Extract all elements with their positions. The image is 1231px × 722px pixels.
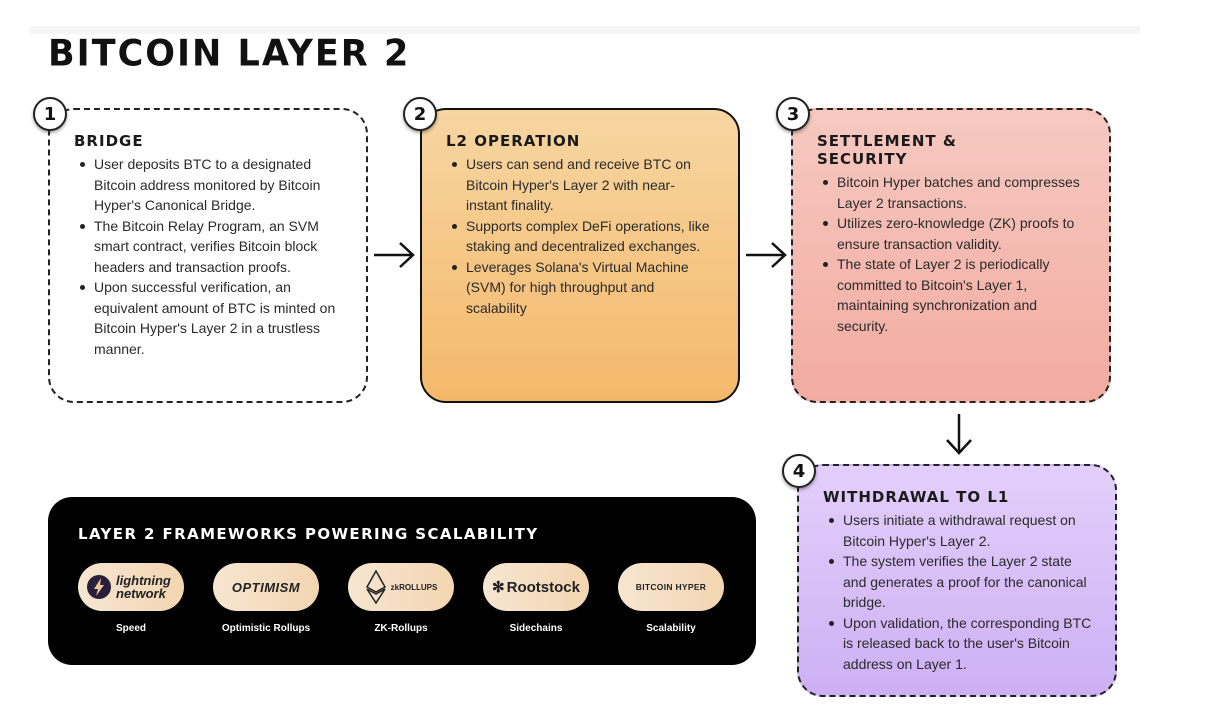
step-heading: SETTLEMENT & SECURITY <box>817 132 957 168</box>
step-card-withdrawal: WITHDRAWAL TO L1 Users initiate a withdr… <box>797 464 1117 697</box>
frameworks-panel: LAYER 2 FRAMEWORKS POWERING SCALABILITY … <box>48 497 756 665</box>
framework-optimism: OPTIMISM Optimistic Rollups <box>213 563 319 634</box>
framework-logo-text: lightning network <box>116 573 171 601</box>
arrow-right-icon <box>374 242 415 268</box>
list-item: Upon validation, the corresponding BTC i… <box>823 613 1093 675</box>
list-item: Leverages Solana's Virtual Machine (SVM)… <box>446 257 716 319</box>
framework-logo: ✻ Rootstock <box>483 563 589 611</box>
framework-zk-rollups: zkROLLUPS ZK-Rollups <box>348 563 454 634</box>
arrow-down-icon <box>946 414 972 455</box>
step-heading: L2 OPERATION <box>446 132 581 150</box>
step-card-bridge: BRIDGE User deposits BTC to a designated… <box>48 108 368 403</box>
list-item: Upon successful verification, an equival… <box>74 277 344 359</box>
framework-caption: Sidechains <box>509 623 563 634</box>
page-title: BITCOIN LAYER 2 <box>48 33 411 75</box>
step-card-settlement: SETTLEMENT & SECURITY Bitcoin Hyper batc… <box>791 108 1111 403</box>
frameworks-heading: LAYER 2 FRAMEWORKS POWERING SCALABILITY <box>78 525 539 543</box>
list-item: User deposits BTC to a designated Bitcoi… <box>74 154 344 216</box>
arrow-right-icon <box>746 242 787 268</box>
framework-logo: OPTIMISM <box>213 563 319 611</box>
step-heading: BRIDGE <box>74 132 144 150</box>
framework-logo: lightning network <box>78 563 184 611</box>
list-item: Bitcoin Hyper batches and compresses Lay… <box>817 172 1087 213</box>
step-bullets: Bitcoin Hyper batches and compresses Lay… <box>817 172 1087 336</box>
ethereum-diamond-icon <box>365 570 386 604</box>
step-card-l2-operation: L2 OPERATION Users can send and receive … <box>420 108 740 403</box>
framework-logo: BITCOIN HYPER <box>618 563 724 611</box>
step-bullets: Users can send and receive BTC on Bitcoi… <box>446 154 716 318</box>
framework-logo-text: OPTIMISM <box>231 579 301 595</box>
step-bullets: Users initiate a withdrawal request on B… <box>823 510 1093 674</box>
step-number-badge: 3 <box>776 97 810 131</box>
list-item: Utilizes zero-knowledge (ZK) proofs to e… <box>817 213 1087 254</box>
framework-rootstock: ✻ Rootstock Sidechains <box>483 563 589 634</box>
framework-logo: zkROLLUPS <box>348 563 454 611</box>
top-divider <box>30 26 1140 34</box>
framework-bitcoin-hyper: BITCOIN HYPER Scalability <box>618 563 724 634</box>
step-heading: WITHDRAWAL TO L1 <box>823 488 1010 506</box>
list-item: Supports complex DeFi operations, like s… <box>446 216 716 257</box>
framework-caption: ZK-Rollups <box>374 623 428 634</box>
step-number-badge: 1 <box>33 97 67 131</box>
framework-logo-text: zkROLLUPS <box>390 582 438 592</box>
list-item: The state of Layer 2 is periodically com… <box>817 254 1087 336</box>
framework-logo-text: BITCOIN HYPER <box>635 582 707 592</box>
step-number-badge: 2 <box>403 97 437 131</box>
framework-caption: Optimistic Rollups <box>221 623 311 634</box>
lightning-bolt-icon <box>87 575 111 599</box>
framework-logo-text: Rootstock <box>506 578 580 596</box>
framework-lightning: lightning network Speed <box>78 563 184 634</box>
list-item: The system verifies the Layer 2 state an… <box>823 551 1093 613</box>
list-item: Users initiate a withdrawal request on B… <box>823 510 1093 551</box>
list-item: The Bitcoin Relay Program, an SVM smart … <box>74 216 344 278</box>
list-item: Users can send and receive BTC on Bitcoi… <box>446 154 716 216</box>
step-number-badge: 4 <box>782 454 816 488</box>
framework-caption: Scalability <box>646 623 696 634</box>
rootstock-icon: ✻ <box>492 579 505 596</box>
step-bullets: User deposits BTC to a designated Bitcoi… <box>74 154 344 359</box>
framework-caption: Speed <box>115 623 146 634</box>
